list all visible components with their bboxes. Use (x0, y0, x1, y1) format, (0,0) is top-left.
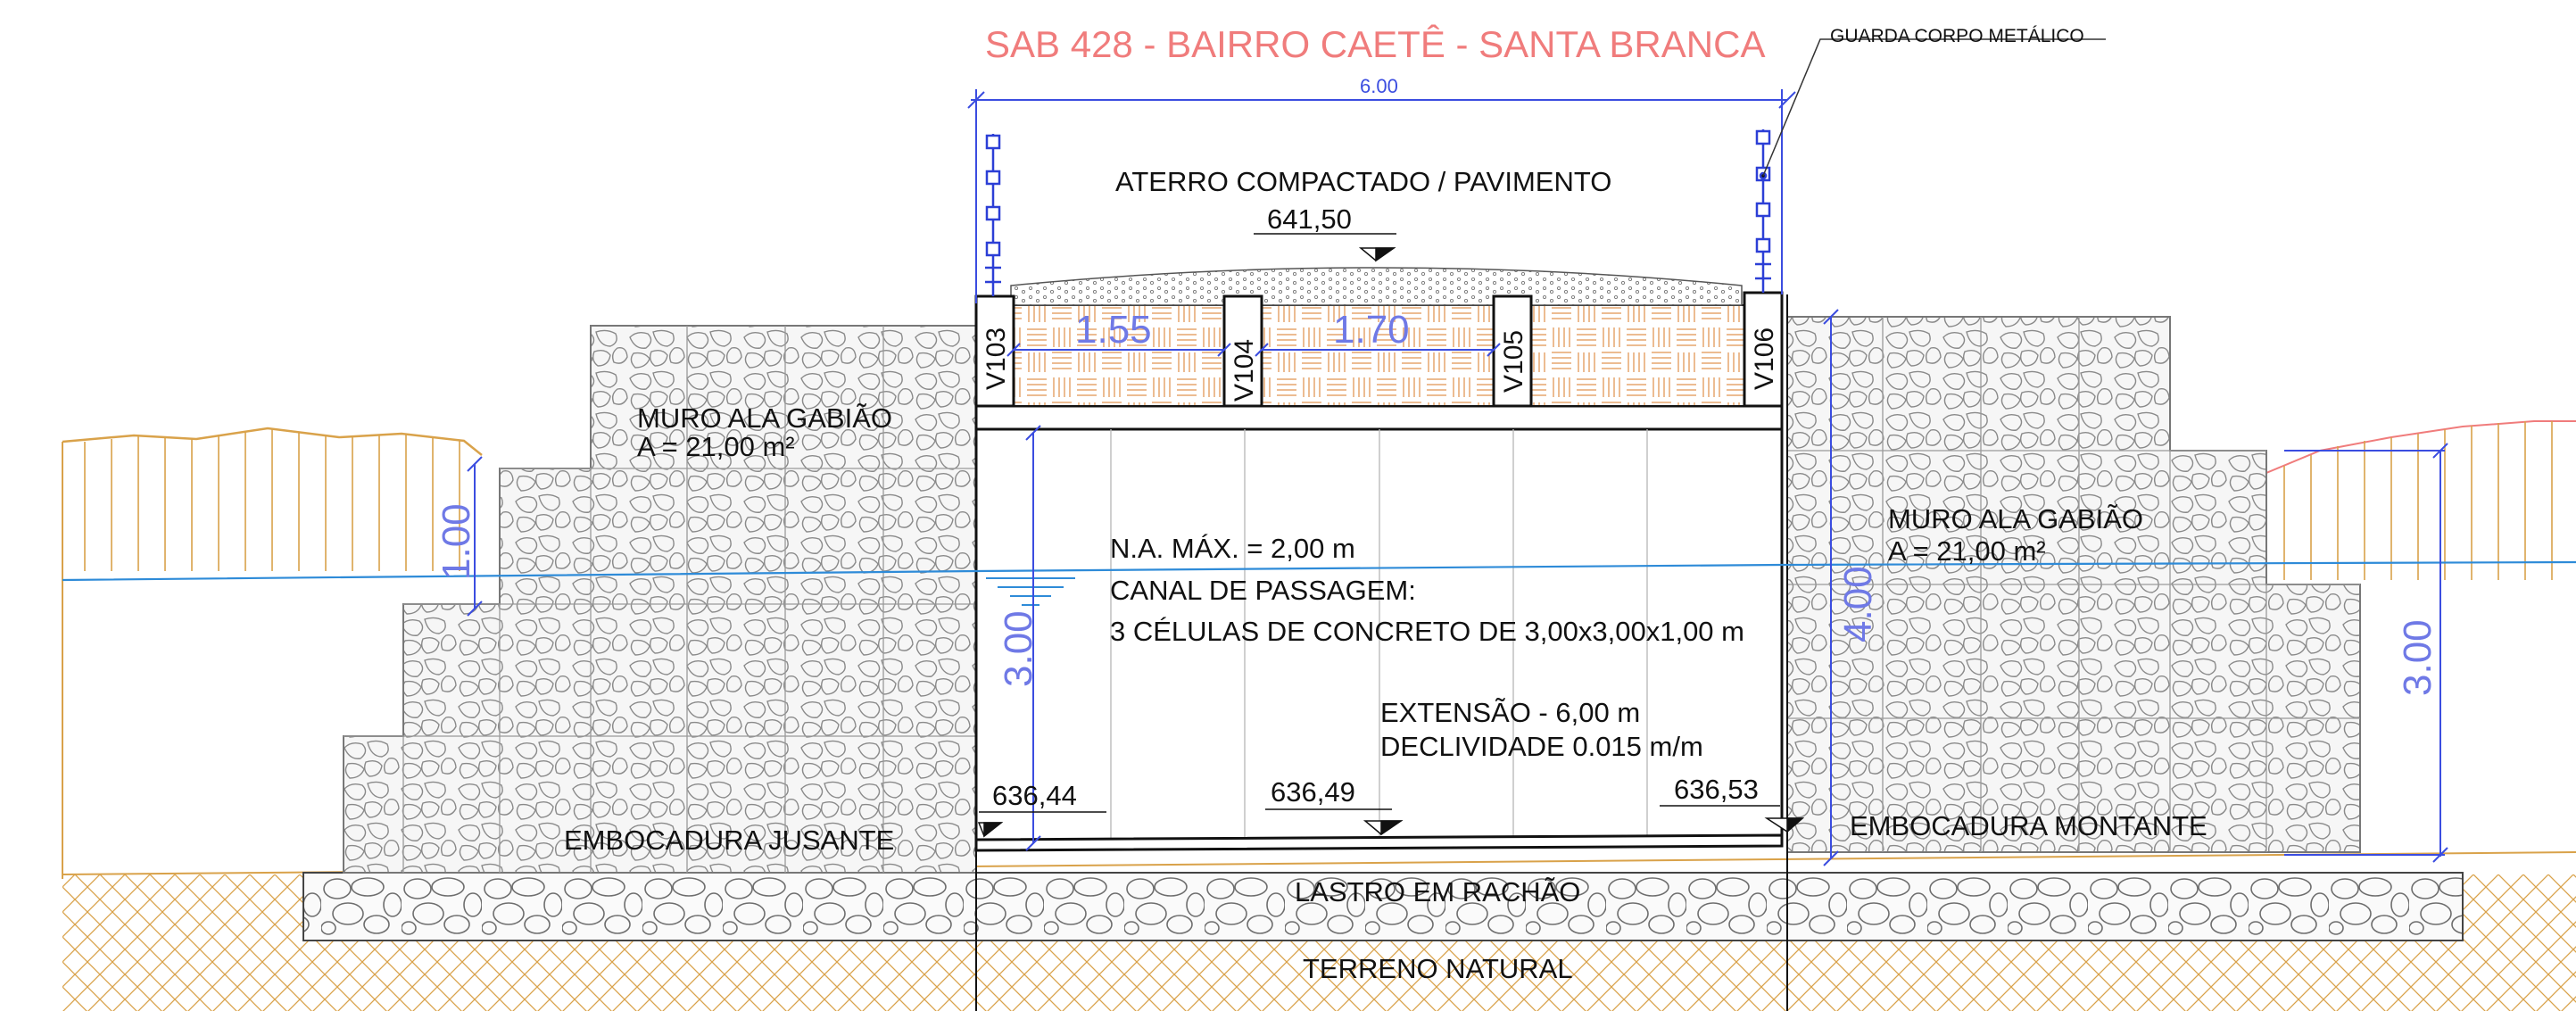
fill-label: ATERRO COMPACTADO / PAVIMENTO (1115, 166, 1611, 197)
beam-label-v106: V106 (1750, 327, 1779, 390)
beam-label-v105: V105 (1499, 330, 1528, 393)
left-step-dimension: 1.00 (435, 503, 478, 580)
beam-v104 (1222, 294, 1263, 408)
outlet-label: EMBOCADURA JUSANTE (564, 825, 894, 856)
span-left-dimension: 1.55 (1075, 308, 1152, 352)
channel-height-dimension: 3.00 (997, 610, 1040, 687)
drawing-title: SAB 428 - BAIRRO CAETÊ - SANTA BRANCA (985, 23, 1765, 65)
ballast-label: LASTRO EM RACHÃO (1295, 876, 1580, 907)
concrete-culvert (974, 294, 1788, 1011)
elevation-top: 641,50 (1267, 203, 1352, 235)
slope-label: DECLIVIDADE 0.015 m/m (1380, 731, 1703, 762)
right-outer-height-dimension: 3.00 (2396, 619, 2439, 696)
dimension-lines (467, 89, 2448, 866)
natural-ground-label: TERRENO NATURAL (1303, 953, 1573, 984)
elevation-markers (977, 233, 1804, 838)
guard-rail-callout: GUARDA CORPO METÁLICO (1830, 26, 2084, 46)
elevation-left: 636,44 (992, 780, 1077, 811)
right-embankment (2265, 420, 2576, 580)
guard-rail-left (985, 134, 1001, 296)
wing-wall-right-label: MURO ALA GABIÃO (1888, 503, 2143, 535)
beam-label-v103: V103 (982, 327, 1011, 390)
beam-v105 (1492, 294, 1533, 408)
beam-v103 (974, 294, 1015, 408)
left-embankment (62, 427, 483, 879)
right-wall-height-dimension: 4.00 (1836, 566, 1880, 642)
beams: V103 V104 V105 V106 (974, 291, 1784, 408)
wing-wall-left-label: MURO ALA GABIÃO (637, 402, 892, 434)
width-dimension: 6.00 (1360, 75, 1398, 97)
extension-label: EXTENSÃO - 6,00 m (1380, 697, 1640, 728)
max-water-level-label: N.A. MÁX. = 2,00 m (1110, 533, 1355, 564)
span-right-dimension: 1.70 (1333, 308, 1410, 352)
wing-wall-left-area: A = 21,00 m² (637, 431, 795, 462)
channel-cells: 3 CÉLULAS DE CONCRETO DE 3,00x3,00x1,00 … (1110, 616, 1744, 647)
max-water-level-line (62, 560, 2576, 606)
rachao-ballast (302, 872, 2464, 941)
elevation-center: 636,49 (1271, 776, 1355, 808)
inlet-label: EMBOCADURA MONTANTE (1850, 810, 2207, 841)
deck-fill (975, 267, 1783, 407)
beam-label-v104: V104 (1230, 339, 1259, 402)
guard-rail-callout-leader (1762, 38, 2106, 177)
elevation-right: 636,53 (1674, 774, 1759, 805)
wing-wall-right-area: A = 21,00 m² (1888, 535, 2046, 567)
channel-title: CANAL DE PASSAGEM: (1110, 575, 1416, 606)
right-gabion-wall (1786, 316, 2361, 853)
guard-rail-right (1755, 129, 1771, 293)
